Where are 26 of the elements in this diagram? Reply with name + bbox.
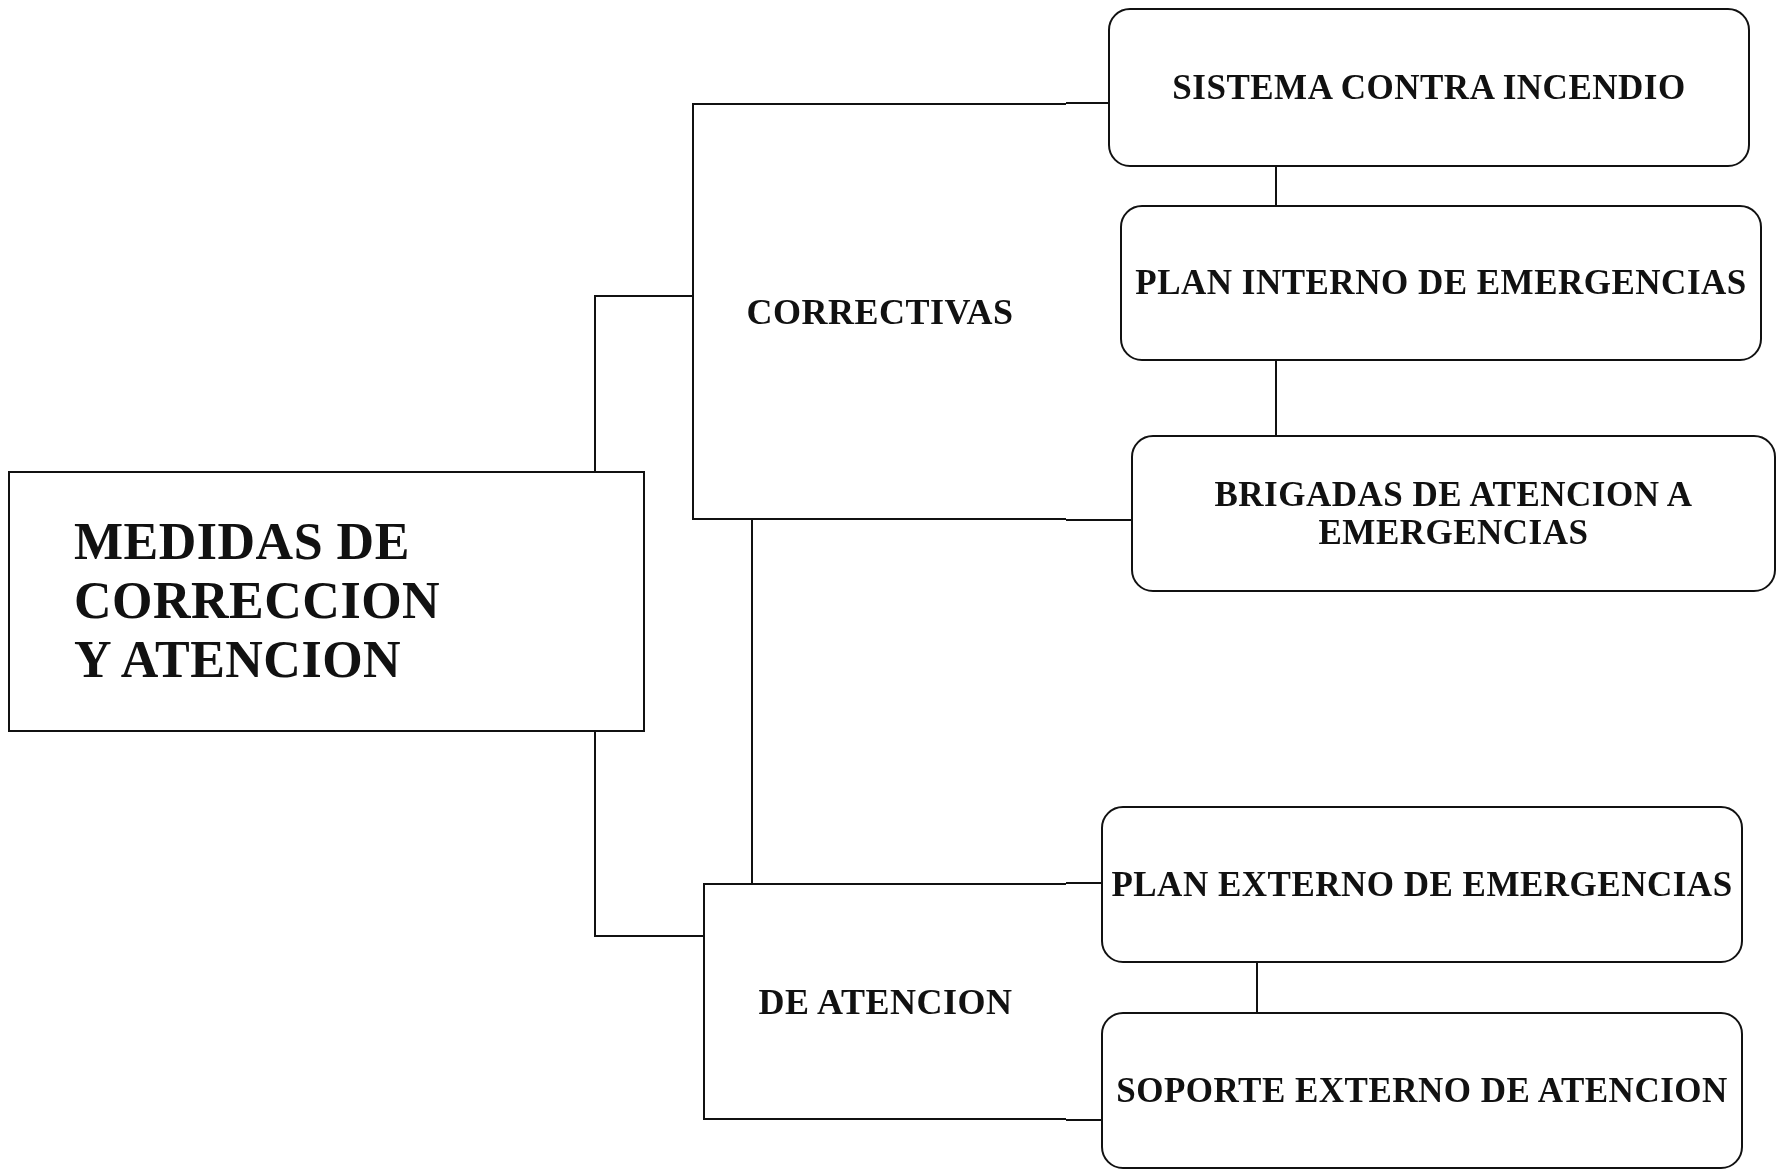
node-label: MEDIDAS DE CORRECCION Y ATENCION bbox=[74, 513, 442, 690]
node-label: BRIGADAS DE ATENCION A EMERGENCIAS bbox=[1213, 475, 1694, 552]
node-label: SISTEMA CONTRA INCENDIO bbox=[1172, 68, 1686, 107]
node-label: CORRECTIVAS bbox=[746, 290, 1014, 333]
rounded-box bbox=[1108, 8, 1750, 167]
connector-line bbox=[751, 519, 753, 884]
rounded-box bbox=[1101, 806, 1743, 963]
connector-line bbox=[1065, 1119, 1102, 1121]
connector-line bbox=[594, 295, 693, 472]
node-label: DE ATENCION bbox=[758, 980, 1013, 1023]
connector-line bbox=[1065, 102, 1109, 104]
rounded-box bbox=[1120, 205, 1762, 361]
node-label: PLAN EXTERNO DE EMERGENCIAS bbox=[1111, 865, 1733, 904]
node-label: PLAN INTERNO DE EMERGENCIAS bbox=[1135, 264, 1747, 302]
group-bracket bbox=[703, 883, 1066, 1120]
connector-line bbox=[1065, 882, 1102, 884]
node-label: SOPORTE EXTERNO DE ATENCION bbox=[1116, 1071, 1728, 1110]
connector-line bbox=[1275, 166, 1277, 206]
rounded-box bbox=[1131, 435, 1776, 592]
rounded-box bbox=[1101, 1012, 1743, 1169]
connector-line bbox=[1275, 360, 1277, 436]
group-bracket bbox=[692, 103, 1066, 520]
connector-line bbox=[594, 731, 704, 937]
connector-line bbox=[1256, 962, 1258, 1013]
title-box bbox=[8, 471, 645, 732]
connector-line bbox=[1065, 519, 1132, 521]
